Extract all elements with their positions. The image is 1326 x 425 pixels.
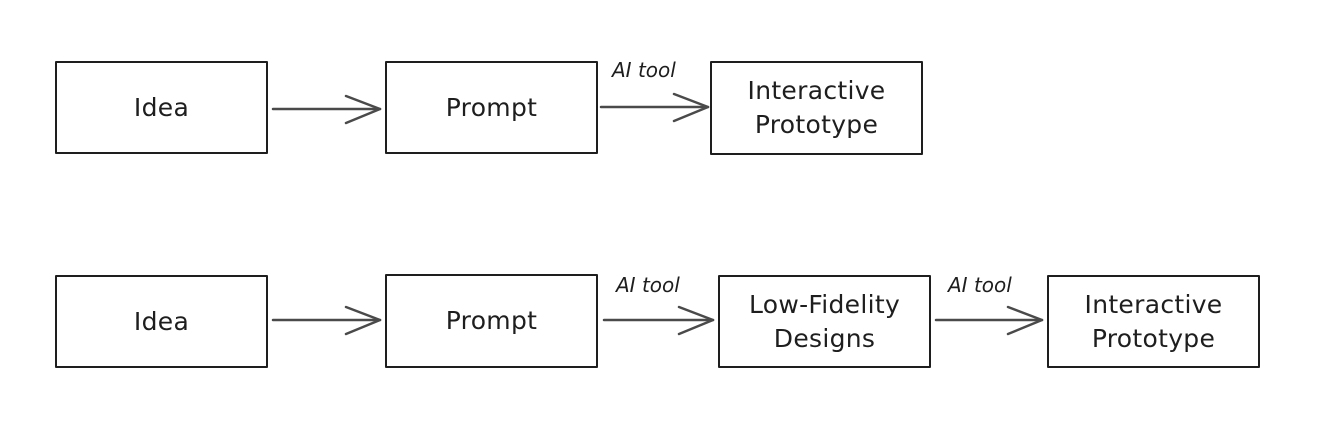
flow-2-arrow-idea-to-prompt <box>271 305 382 336</box>
flow-1-arrow-idea-to-prompt <box>271 94 382 125</box>
flow-2-low-fidelity-label: Low-Fidelity Designs <box>748 289 901 353</box>
flow-2-idea-box: Idea <box>55 275 268 368</box>
flow-1-arrow-prompt-to-prototype <box>599 92 710 123</box>
flow-2-ai-tool-label-2: AI tool <box>948 273 1012 297</box>
flow-1-prototype-label: Interactive Prototype <box>747 76 886 139</box>
flow-2-low-fidelity-box: Low-Fidelity Designs <box>718 275 931 368</box>
flow-2-arrow-prompt-to-low-fidelity <box>602 305 715 336</box>
flow-1-prototype-box: Interactive Prototype <box>710 61 923 155</box>
flow-2-ai-tool-label-1: AI tool <box>616 273 680 297</box>
flow-1-prompt-label: Prompt <box>445 92 538 122</box>
flow-2-prototype-label: Interactive Prototype <box>1084 289 1223 353</box>
flow-1-ai-tool-label: AI tool <box>612 58 676 82</box>
flow-2-prompt-box: Prompt <box>385 274 598 368</box>
flow-2-prototype-box: Interactive Prototype <box>1047 275 1260 368</box>
flow-2-idea-label: Idea <box>133 306 190 336</box>
flow-2-arrow-low-fidelity-to-prototype <box>934 305 1044 336</box>
flow-1-idea-label: Idea <box>133 92 190 122</box>
flow-1-prompt-box: Prompt <box>385 61 598 154</box>
flow-2-prompt-label: Prompt <box>445 306 538 335</box>
flow-1-idea-box: Idea <box>55 61 268 154</box>
